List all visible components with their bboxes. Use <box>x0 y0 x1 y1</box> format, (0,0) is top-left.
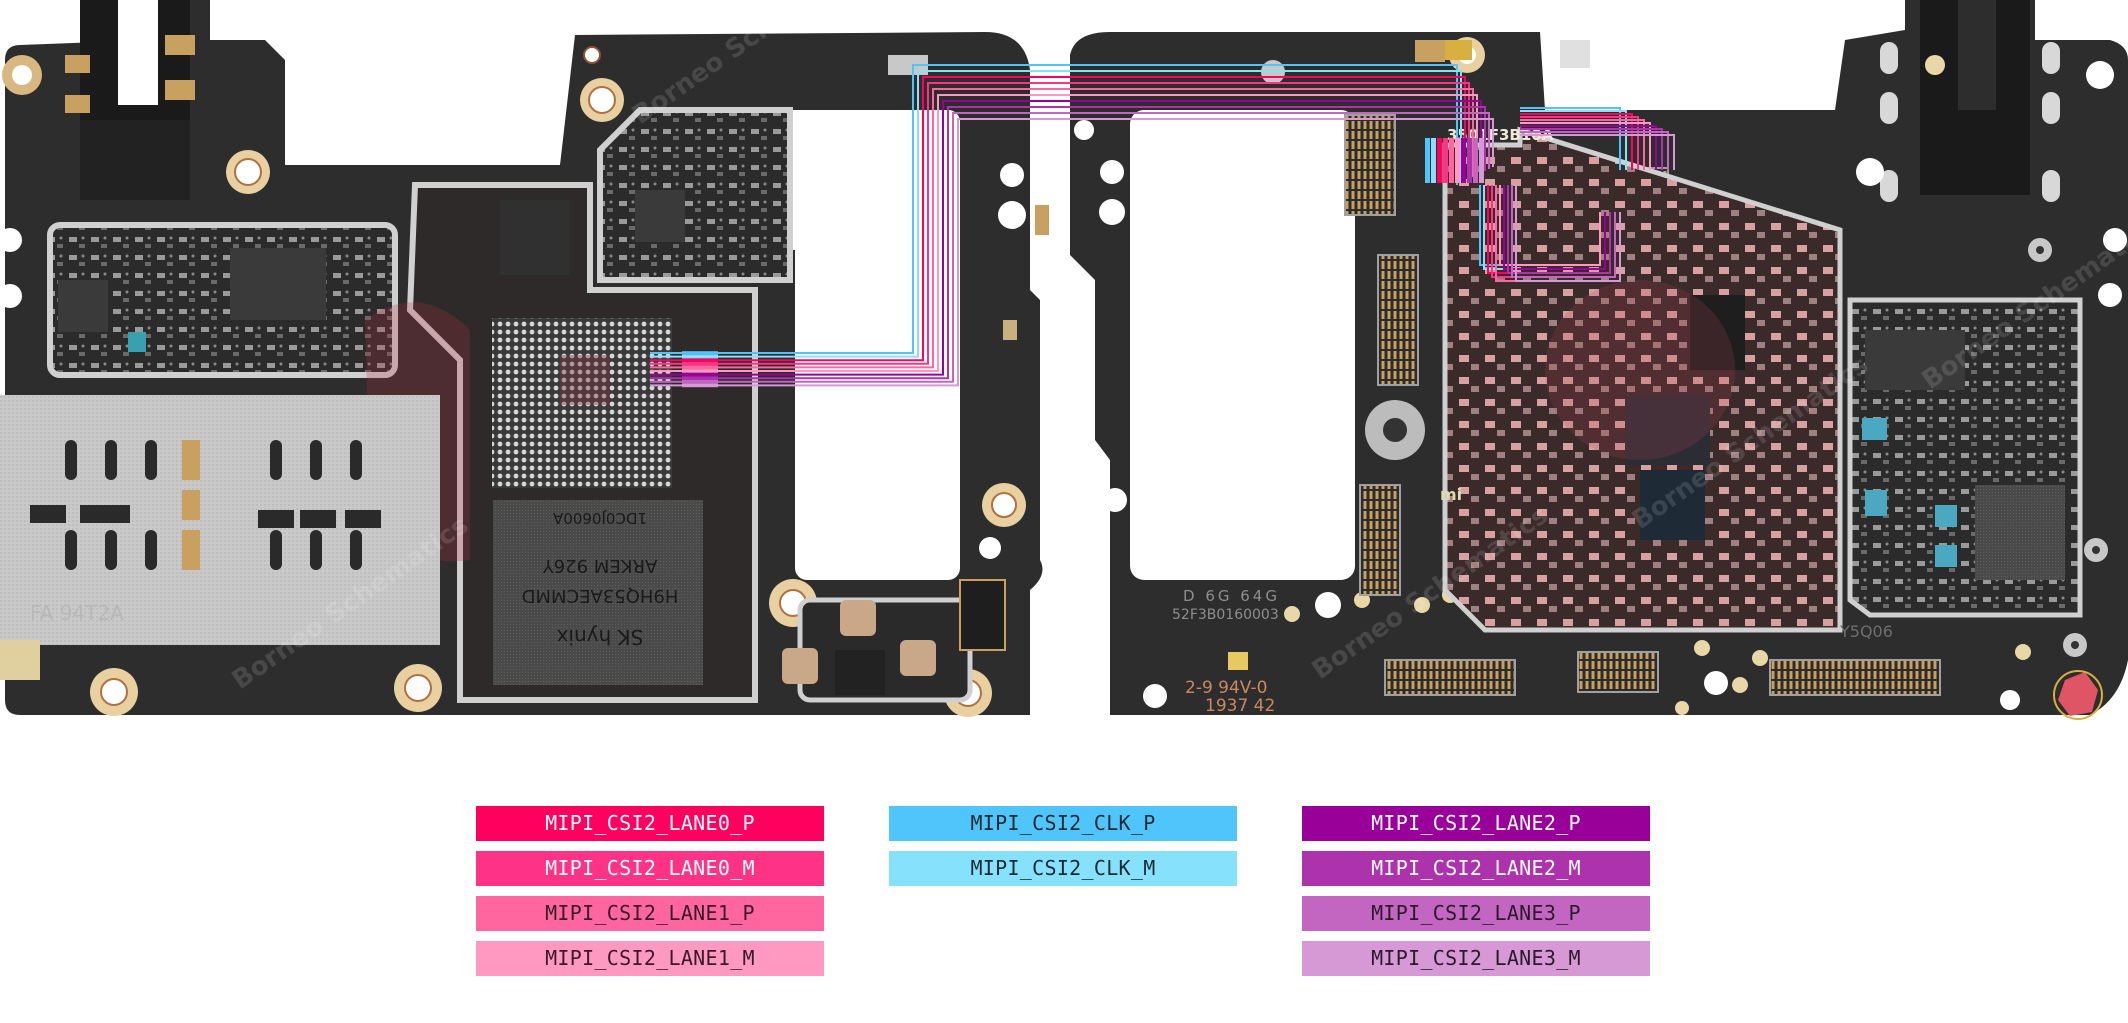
connector-pad-marker <box>1437 138 1442 183</box>
xiaomi-logo: mi <box>1440 485 1462 504</box>
legend-item-mipi-csi2-lane0-m: MIPI_CSI2_LANE0_M <box>476 851 824 886</box>
soc-pad-marker <box>682 365 718 370</box>
legend-item-mipi-csi2-lane1-p: MIPI_CSI2_LANE1_P <box>476 896 824 931</box>
soc-pad-marker <box>682 358 718 362</box>
right-board: D 6G 64G 52F3B0160003 2-9 94V-0 1937 42 … <box>1070 0 2128 720</box>
board-connector <box>1377 254 1419 386</box>
pmic-area <box>1442 126 1843 633</box>
mounting-hole <box>583 46 601 64</box>
rf-shield-top <box>597 107 793 283</box>
trace-mipi-csi2-lane1-m-lower <box>1499 185 1601 266</box>
soc-pad-marker <box>682 383 718 388</box>
legend-item-mipi-csi2-lane3-m: MIPI_CSI2_LANE3_M <box>1302 941 1650 976</box>
board-connector <box>1344 114 1396 216</box>
trace-mipi-csi2-lane3-m-lower <box>1515 185 1621 282</box>
mounting-hole <box>982 483 1026 527</box>
trace-mipi-csi2-lane2-m-lower <box>1507 185 1611 274</box>
soc-pad-marker <box>682 372 718 377</box>
board-connector <box>1769 659 1941 696</box>
trace-mipi-csi2-lane3-p-lower <box>1511 185 1616 278</box>
memory-chip <box>493 500 703 685</box>
soc-pad-marker <box>682 362 718 366</box>
board-connector <box>1359 484 1401 596</box>
soc-bga-footprint <box>492 318 672 488</box>
date-code-marking: 1937 42 <box>1205 696 1275 716</box>
region-label-marking: Y5Q06 <box>1839 622 1893 641</box>
soc-pad-marker <box>682 369 718 373</box>
right-board-cutout <box>1130 110 1355 580</box>
connector-pad-marker <box>1479 138 1484 183</box>
audio-jack <box>65 0 195 200</box>
audio-jack <box>1880 0 2060 202</box>
connector-pad-marker <box>1461 138 1466 183</box>
soc-pad-marker <box>682 354 718 359</box>
connector-pad-marker <box>1443 138 1448 183</box>
chip-marking: 1DC0J0600A <box>552 509 647 527</box>
mipi-trace-overlay <box>650 64 1675 388</box>
legend-item-mipi-csi2-clk-p: MIPI_CSI2_CLK_P <box>889 806 1237 841</box>
left-board-cutout-top <box>760 110 960 250</box>
connector-pad-marker <box>1455 138 1460 183</box>
legend-item-mipi-csi2-lane1-m: MIPI_CSI2_LANE1_M <box>476 941 824 976</box>
board-connector <box>1577 651 1659 693</box>
mounting-hole <box>90 668 138 716</box>
connector-pad-marker <box>1467 138 1472 183</box>
legend-item-mipi-csi2-lane2-m: MIPI_CSI2_LANE2_M <box>1302 851 1650 886</box>
antenna-pad <box>2058 672 2098 716</box>
mounting-hole <box>580 78 624 122</box>
legend-item-mipi-csi2-clk-m: MIPI_CSI2_CLK_M <box>889 851 1237 886</box>
legend-item-mipi-csi2-lane3-p: MIPI_CSI2_LANE3_P <box>1302 896 1650 931</box>
legend-item-mipi-csi2-lane2-p: MIPI_CSI2_LANE2_P <box>1302 806 1650 841</box>
connector-pad-marker <box>1449 138 1454 183</box>
left-board: 1DC0J0600A ARKEM 926Y H9HQ53AECMMD SK hy… <box>0 0 1049 717</box>
board-serial-marking: 52F3B0160003 <box>1172 607 1279 623</box>
mounting-hole <box>394 664 442 712</box>
mounting-hole <box>2 55 42 95</box>
soc-pad-marker <box>682 376 718 380</box>
chip-marking: ARKEM 926Y <box>542 555 658 576</box>
sim-tray-marking: FA 94T2A <box>30 601 124 625</box>
chip-marking: H9HQ53AECMMD <box>522 585 679 606</box>
chip-marking: SK hynix <box>556 625 643 649</box>
board-connector <box>1384 659 1516 696</box>
mounting-hole <box>226 150 270 194</box>
trace-mipi-csi2-lane2-p-lower <box>1503 185 1606 270</box>
board-version-marking: D 6G 64G <box>1183 587 1280 605</box>
legend-item-mipi-csi2-lane0-p: MIPI_CSI2_LANE0_P <box>476 806 824 841</box>
soc-pad-marker <box>682 380 718 384</box>
connector-pad-marker <box>1431 138 1436 183</box>
fab-code-marking: 2-9 94V-0 <box>1185 678 1267 698</box>
connector-pad-marker <box>1425 138 1430 183</box>
connector-pad-marker <box>1473 138 1478 183</box>
sim-card-tray: FA 94T2A <box>0 395 440 645</box>
pcb-board-diagram: 1DC0J0600A ARKEM 926Y H9HQ53AECMMD SK hy… <box>0 0 2128 720</box>
trace-mipi-csi2-lane3-m <box>650 118 1675 387</box>
soc-pad-marker <box>682 351 718 355</box>
